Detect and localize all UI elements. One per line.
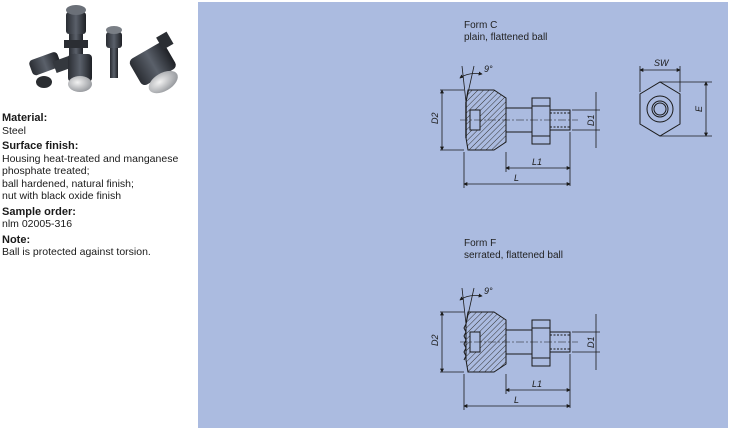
form-c-d1-label: D1 — [586, 114, 596, 126]
spec-value-line: Housing heat-treated and manganese — [2, 152, 179, 165]
form-c-label: Form C plain, flattened ball — [464, 20, 547, 44]
form-c-l-label: L — [514, 173, 519, 183]
form-f-subtitle: serrated, flattened ball — [464, 250, 563, 261]
form-c-sw-label: SW — [654, 58, 670, 68]
form-c-end-dimensions — [639, 66, 712, 137]
screw-photo-1 — [64, 5, 88, 56]
screw-photo-3 — [106, 26, 122, 78]
form-c-l1-label: L1 — [532, 157, 542, 167]
product-photo — [29, 5, 178, 94]
form-c-dimensions — [440, 65, 600, 188]
form-c-side-view — [460, 89, 578, 151]
form-c-e-label: E — [694, 105, 704, 112]
spec-value-line: nut with black oxide finish — [2, 190, 122, 202]
form-c-angle-label: 9° — [484, 64, 493, 74]
form-c-dim-labels: 9° D2 D1 L1 L — [430, 64, 596, 183]
spec-value-line: ball hardened, natural finish; — [2, 177, 134, 190]
form-f-title: Form F — [464, 238, 497, 249]
form-c-title: Form C — [464, 20, 498, 31]
form-c-subtitle: plain, flattened ball — [464, 32, 548, 43]
drawing-canvas: 9° D2 D1 L1 L SW E — [430, 58, 712, 410]
spec-value-line: Ball is protected against torsion. — [2, 246, 151, 258]
form-f-d1-label: D1 — [586, 336, 596, 348]
screw-photo-5 — [129, 31, 178, 94]
form-f-dimensions — [440, 287, 600, 410]
form-f-d2-label: D2 — [430, 334, 440, 346]
spec-value-line: nlm 02005-316 — [2, 218, 73, 230]
form-c-end-labels: SW E — [654, 58, 704, 112]
spec-heading: Sample order: — [2, 205, 76, 218]
form-f-label: Form F serrated, flattened ball — [464, 238, 563, 262]
form-f-dim-labels: 9° D2 D1 L1 L — [430, 286, 596, 405]
form-f-angle-label: 9° — [484, 286, 493, 296]
spec-heading: Surface finish: — [2, 140, 79, 152]
form-f-side-view — [460, 311, 578, 373]
form-f-l1-label: L1 — [532, 379, 542, 389]
spec-value-line: phosphate treated; — [2, 165, 90, 177]
form-c-d2-label: D2 — [430, 112, 440, 124]
form-f-l-label: L — [514, 395, 519, 405]
form-c-end-view — [639, 81, 681, 137]
spec-heading: Material: — [2, 112, 48, 124]
technical-drawing-panel: Form C plain, flattened ball Form F serr… — [198, 2, 728, 428]
spec-heading: Note: — [2, 233, 31, 246]
screw-photo-4 — [68, 54, 92, 92]
spec-value-line: Steel — [2, 124, 26, 137]
